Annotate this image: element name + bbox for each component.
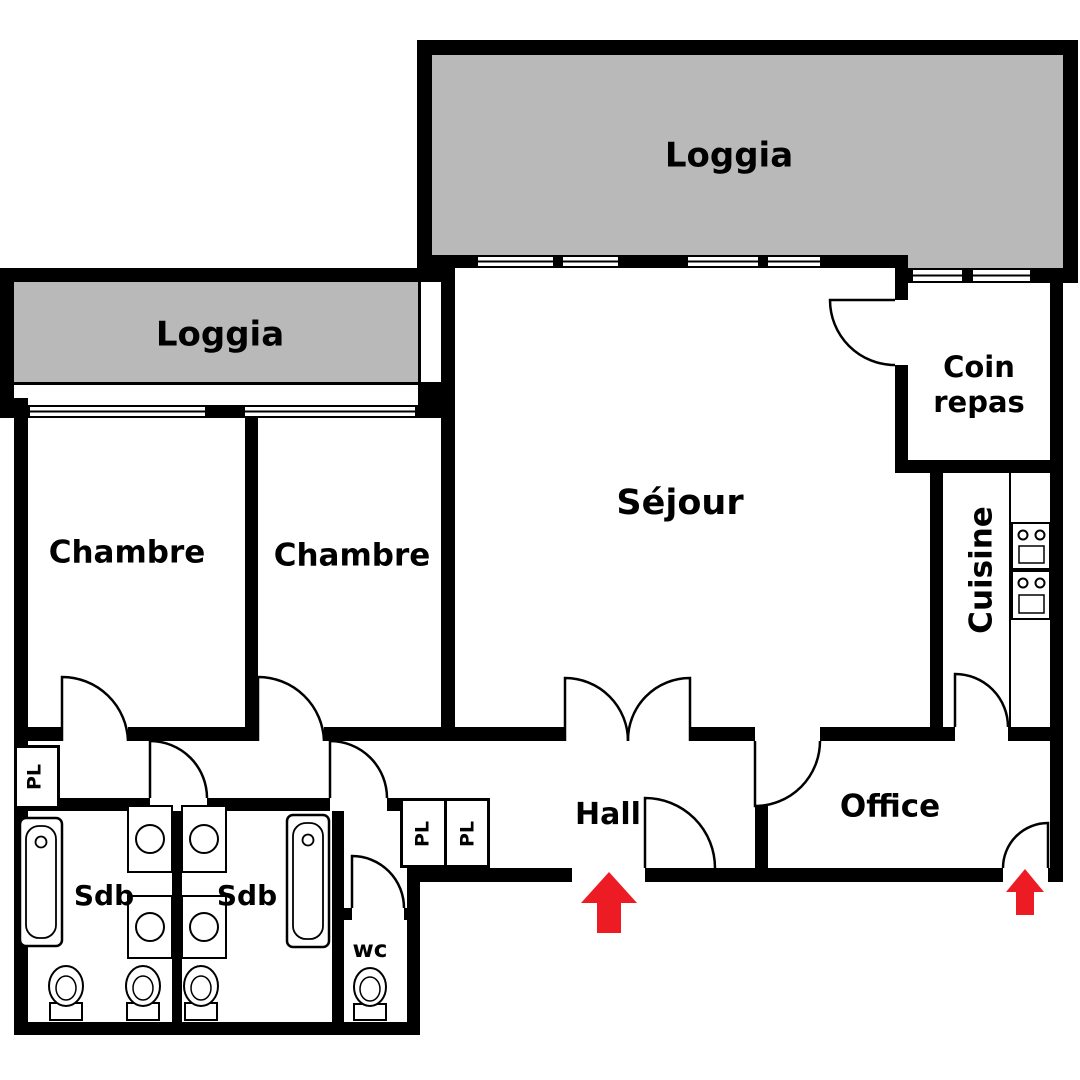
wall bbox=[245, 405, 258, 741]
room-label-loggia-left: Loggia bbox=[155, 314, 285, 355]
door-arc-office-entrance bbox=[1001, 821, 1050, 869]
wall bbox=[324, 727, 565, 741]
loggia-top-area-step bbox=[908, 255, 1063, 268]
window bbox=[973, 268, 1030, 283]
wall bbox=[415, 405, 455, 418]
door-arc-chambre-left bbox=[60, 675, 130, 742]
window bbox=[768, 255, 820, 268]
wall bbox=[1030, 268, 1078, 283]
door-arc-hall-entrance bbox=[643, 796, 717, 869]
door-arc-sejour-right-leaf bbox=[626, 676, 692, 742]
wall bbox=[404, 908, 420, 920]
wall bbox=[418, 382, 444, 407]
wall bbox=[14, 727, 62, 741]
wall bbox=[432, 255, 478, 268]
wall bbox=[14, 1022, 420, 1035]
window bbox=[913, 268, 962, 283]
door-arc-sejour-left-leaf bbox=[563, 676, 630, 742]
door-arc-hall-office bbox=[753, 740, 822, 808]
door-arc-chambre-right bbox=[256, 675, 326, 742]
window bbox=[563, 255, 618, 268]
wall bbox=[1063, 40, 1078, 270]
washbasin-icon bbox=[181, 805, 227, 873]
entrance-arrow-icon bbox=[1006, 869, 1044, 915]
wall bbox=[820, 255, 908, 268]
room-label-hall: Hall bbox=[575, 797, 641, 832]
wall bbox=[128, 727, 258, 741]
wall bbox=[207, 798, 330, 811]
wall bbox=[758, 255, 768, 268]
wall bbox=[0, 268, 14, 405]
closet-left bbox=[14, 745, 60, 809]
stove-icon bbox=[1011, 522, 1051, 620]
toilet-icon bbox=[183, 965, 219, 1021]
bathtub-icon bbox=[285, 813, 331, 949]
room-label-sdb-left: Sdb bbox=[73, 879, 135, 913]
door-arc-wc bbox=[350, 854, 406, 909]
wall bbox=[895, 365, 908, 473]
wall bbox=[895, 268, 908, 300]
bathtub-icon bbox=[18, 816, 64, 948]
window bbox=[688, 255, 758, 268]
door-arc-cuisine bbox=[953, 672, 1010, 728]
room-label-loggia-top: Loggia bbox=[664, 135, 794, 176]
wall bbox=[441, 255, 455, 741]
door-arc-sdb-right bbox=[328, 739, 389, 799]
room-label-coin-repas: Coin repas bbox=[933, 350, 1025, 419]
room-label-sejour: Séjour bbox=[616, 483, 744, 523]
room-label-wc: wc bbox=[352, 937, 388, 964]
wall bbox=[895, 460, 1063, 473]
wall bbox=[417, 40, 432, 282]
toilet-icon bbox=[353, 967, 387, 1021]
room-label-pl-center-right: PL bbox=[456, 820, 479, 848]
wall bbox=[407, 868, 572, 882]
wall bbox=[930, 473, 943, 741]
loggia-left-area bbox=[14, 282, 421, 385]
wall bbox=[0, 405, 30, 418]
wall bbox=[0, 268, 455, 282]
washbasin-icon bbox=[181, 895, 227, 959]
room-label-cuisine: Cuisine bbox=[963, 506, 1000, 634]
window bbox=[245, 405, 415, 418]
wall bbox=[755, 805, 768, 882]
door-arc-coin-repas bbox=[828, 298, 896, 367]
washbasin-icon bbox=[127, 805, 173, 873]
wall bbox=[1048, 868, 1063, 882]
wall bbox=[417, 40, 1078, 55]
room-label-sdb-right: Sdb bbox=[216, 879, 278, 913]
room-label-pl-left: PL bbox=[23, 763, 46, 791]
wall bbox=[690, 727, 755, 741]
washbasin-icon bbox=[127, 895, 173, 959]
wall bbox=[553, 255, 563, 268]
room-label-pl-center-left: PL bbox=[411, 820, 434, 848]
toilet-icon bbox=[48, 965, 84, 1021]
loggia-top-area bbox=[432, 55, 1063, 255]
wall bbox=[618, 255, 688, 268]
wall bbox=[820, 727, 955, 741]
window bbox=[30, 405, 205, 418]
toilet-icon bbox=[125, 965, 161, 1021]
room-label-chambre-right: Chambre bbox=[273, 537, 431, 574]
room-label-office: Office bbox=[839, 788, 941, 825]
wall bbox=[205, 405, 245, 418]
wall bbox=[444, 798, 447, 868]
wall bbox=[962, 268, 973, 283]
wall bbox=[332, 908, 352, 920]
door-arc-sdb-left bbox=[148, 739, 209, 799]
wall bbox=[172, 811, 182, 1022]
wall bbox=[645, 868, 1003, 882]
window bbox=[478, 255, 553, 268]
wall bbox=[1008, 727, 1063, 741]
room-label-chambre-left: Chambre bbox=[48, 534, 206, 571]
entrance-arrow-icon bbox=[581, 872, 637, 933]
